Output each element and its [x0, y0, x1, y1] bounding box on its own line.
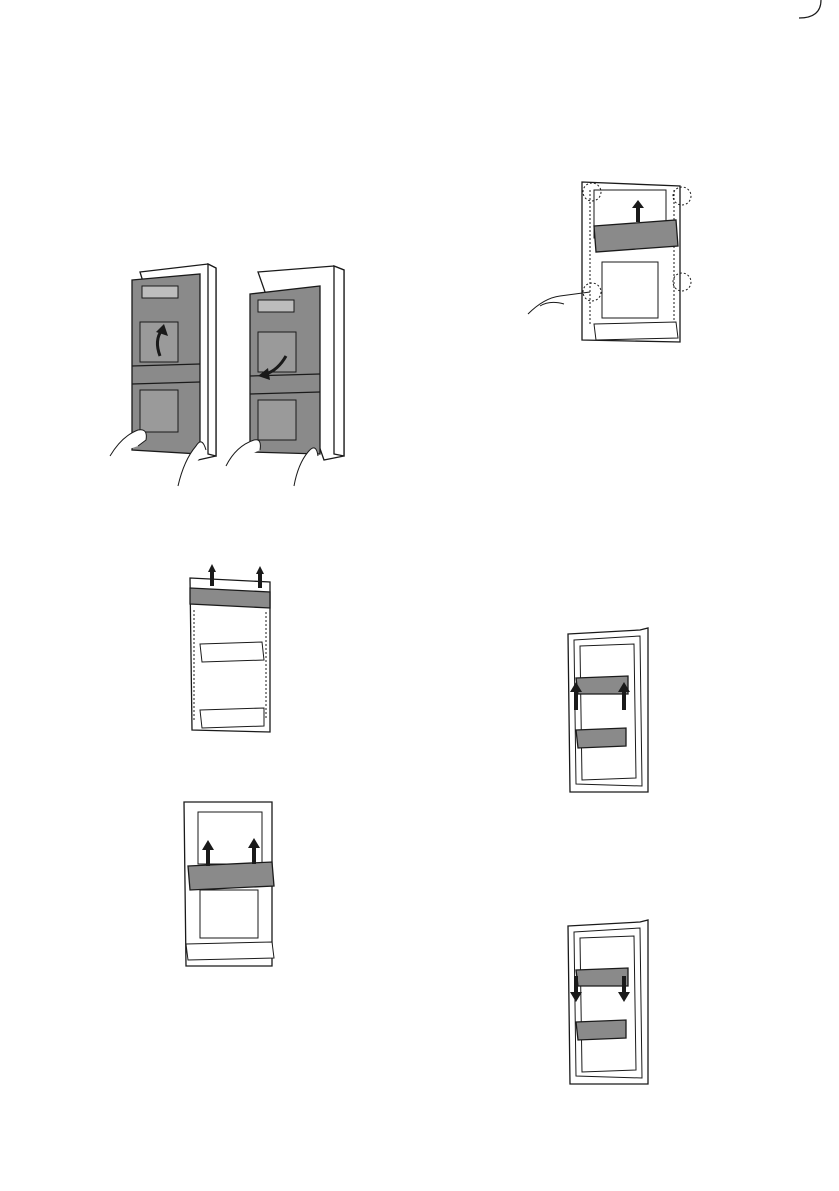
page-corner-mark — [799, 0, 839, 40]
right-door-illustration — [250, 266, 344, 460]
shelf-removal-screwdriver-figure — [524, 178, 696, 348]
door-bin-raise-figure — [566, 626, 650, 794]
door-bin-lower-figure — [566, 918, 650, 1086]
top-cover-lift-figure — [180, 560, 280, 736]
door-shelf-lift-figure — [180, 798, 280, 970]
door-cover-rotate-figure — [108, 260, 360, 488]
